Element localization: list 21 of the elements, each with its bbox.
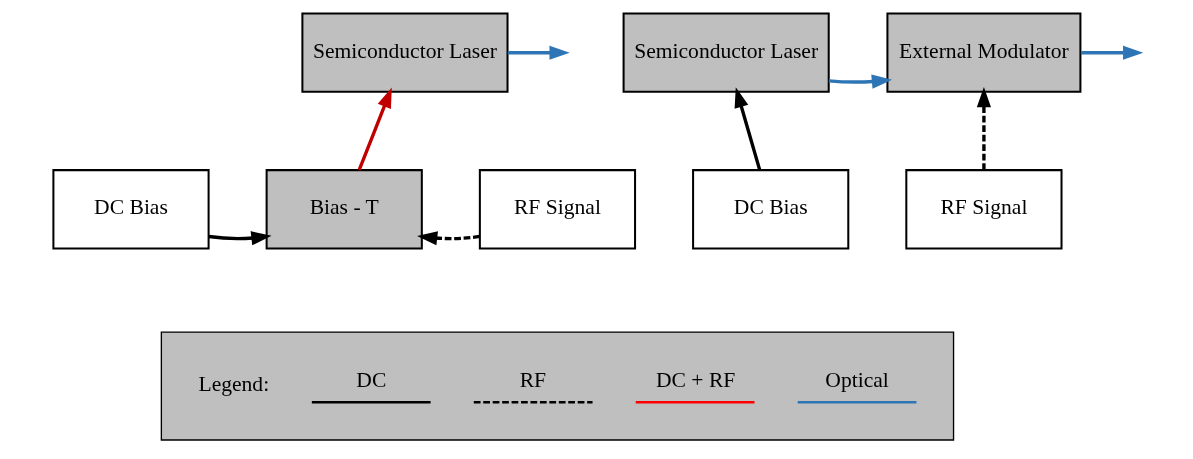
label: Legend: — [198, 372, 270, 397]
legend-label: Optical — [825, 368, 889, 393]
arrow — [357, 87, 392, 171]
legend-label: DC + RF — [655, 368, 736, 393]
arrow — [417, 231, 480, 246]
node-box: External Modulator — [886, 12, 1082, 93]
node-box: DC Bias — [692, 169, 850, 250]
node-box: Semiconductor Laser — [301, 12, 509, 93]
arrow — [828, 74, 893, 89]
node-box: DC Bias — [52, 169, 210, 250]
arrow — [208, 231, 272, 246]
node-box: RF Signal — [478, 169, 637, 250]
node-box: RF Signal — [905, 169, 1063, 250]
arrow — [507, 45, 570, 60]
legend-label: RF — [519, 368, 547, 393]
arrow — [1080, 45, 1144, 60]
node-box: Semiconductor Laser — [622, 12, 830, 93]
node-box: Bias - T — [265, 169, 423, 250]
arrow — [976, 87, 991, 170]
legend-label: DC — [356, 368, 387, 393]
arrow — [734, 87, 762, 171]
